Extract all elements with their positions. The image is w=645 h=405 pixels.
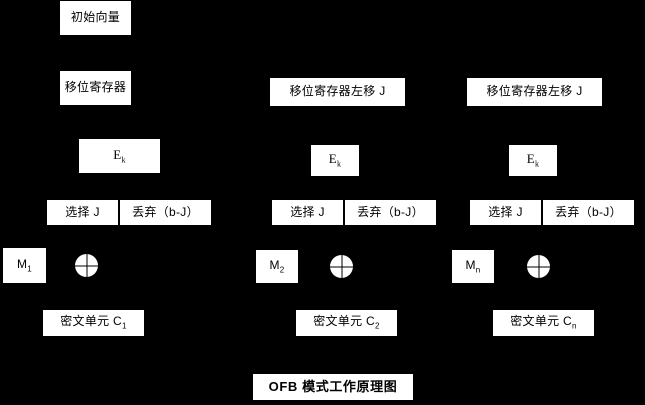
shift-register-label-col1: 移位寄存器 (64, 80, 127, 95)
discard-box-col1: 丢弃（b-J） (120, 200, 211, 225)
select-box-col1: 选择 J (47, 200, 118, 225)
xor-vertical-bar-col3 (538, 255, 539, 278)
plaintext-subscript-col2: 2 (279, 265, 285, 275)
select-label-col1: 选择 J (65, 204, 100, 219)
ciphertext-unit-subscript-col3: n (572, 321, 577, 331)
plaintext-box-col3: Mn (452, 250, 494, 283)
ciphertext-unit-box-col3: 密文单元 Cn (493, 310, 594, 336)
encryption-function-subscript-col2: k (336, 159, 342, 169)
shift-register-box-col3: 移位寄存器左移 J (467, 78, 602, 106)
initial-vector-box: 初始向量 (60, 1, 131, 35)
select-box-col3: 选择 J (470, 200, 541, 225)
figure-title-label: OFB 模式工作原理图 (268, 378, 398, 394)
ciphertext-unit-box-col2: 密文单元 C2 (296, 310, 397, 336)
plaintext-box-col1: M1 (3, 248, 46, 283)
shift-register-box-col2: 移位寄存器左移 J (270, 78, 405, 106)
plaintext-label-col2: M2 (269, 257, 285, 275)
ciphertext-unit-box-col1: 密文单元 C1 (43, 310, 144, 336)
plaintext-subscript-col1: 1 (27, 264, 33, 274)
encryption-function-box-col3: Ek (509, 145, 557, 176)
encryption-function-label-col3: Ek (526, 151, 540, 169)
xor-operator-col3 (527, 255, 550, 278)
plaintext-subscript-col3: n (475, 265, 481, 275)
plaintext-label-col1: M1 (16, 256, 33, 274)
shift-register-label-col2: 移位寄存器左移 J (289, 84, 386, 99)
encryption-function-subscript-col3: k (534, 159, 540, 169)
shift-register-label-col3: 移位寄存器左移 J (486, 84, 583, 99)
plaintext-label-col3: Mn (465, 257, 481, 275)
discard-box-col2: 丢弃（b-J） (345, 200, 436, 225)
ciphertext-unit-subscript-col2: 2 (375, 321, 380, 331)
discard-label-col1: 丢弃（b-J） (132, 204, 199, 219)
encryption-function-box-col1: Ek (79, 139, 160, 173)
select-label-col3: 选择 J (488, 204, 523, 219)
ciphertext-unit-label-col2: 密文单元 C2 (313, 314, 380, 331)
shift-register-box-col1: 移位寄存器 (60, 71, 131, 105)
xor-vertical-bar-col2 (341, 255, 342, 278)
encryption-function-label-col2: Ek (328, 151, 342, 169)
discard-label-col2: 丢弃（b-J） (357, 204, 424, 219)
ciphertext-unit-label-col1: 密文单元 C1 (60, 314, 127, 331)
select-label-col2: 选择 J (290, 204, 325, 219)
encryption-function-label-col1: Ek (113, 146, 126, 165)
encryption-function-box-col2: Ek (311, 145, 359, 176)
discard-label-col3: 丢弃（b-J） (555, 204, 622, 219)
figure-title-box: OFB 模式工作原理图 (253, 374, 413, 400)
ciphertext-unit-label-col3: 密文单元 Cn (510, 314, 577, 331)
discard-box-col3: 丢弃（b-J） (543, 200, 634, 225)
encryption-function-subscript-col1: k (121, 155, 126, 165)
ciphertext-unit-subscript-col1: 1 (122, 321, 127, 331)
xor-operator-col2 (330, 255, 353, 278)
initial-vector-label: 初始向量 (70, 10, 121, 25)
xor-vertical-bar-col1 (86, 254, 87, 277)
plaintext-box-col2: M2 (256, 250, 298, 283)
select-box-col2: 选择 J (272, 200, 343, 225)
xor-operator-col1 (75, 254, 98, 277)
